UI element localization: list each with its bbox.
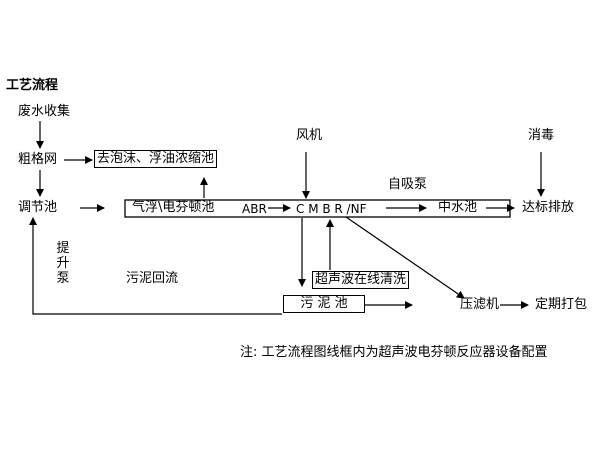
node-blower: 风机 <box>296 128 323 143</box>
node-ultrasonic-cleaning: 超声波在线清洗 <box>312 271 410 289</box>
node-foam-tank: 去泡沫、浮油浓缩池 <box>94 150 218 168</box>
node-flotation-fenton: 气浮\电芬顿池 <box>132 200 215 215</box>
arrow-sludge-return <box>29 217 282 315</box>
node-sludge-tank: 污 泥 池 <box>283 295 365 313</box>
node-packaging: 定期打包 <box>535 297 588 312</box>
node-discharge: 达标排放 <box>522 200 575 215</box>
node-coarse-screen: 粗格网 <box>18 152 58 167</box>
node-cmbr: C M B R /NF <box>296 202 367 216</box>
node-reclaimed-tank: 中水池 <box>438 200 478 215</box>
node-regulating-tank: 调节池 <box>18 200 58 215</box>
node-lift-pump: 提升泵 <box>56 241 70 286</box>
diagram-note: 注: 工艺流程图线框内为超声波电芬顿反应器设备配置 <box>240 345 548 360</box>
diagram-title: 工艺流程 <box>6 78 59 93</box>
node-abr: ABR <box>242 202 267 216</box>
node-waste-water: 废水收集 <box>18 104 71 119</box>
arrow-cmbr-to-filterpress <box>345 216 465 299</box>
node-sludge-return: 污泥回流 <box>126 271 179 286</box>
reactor-frame <box>124 199 511 218</box>
node-self-priming-pump: 自吸泵 <box>388 177 428 192</box>
node-filter-press: 压滤机 <box>460 297 500 312</box>
node-disinfection: 消毒 <box>528 128 555 143</box>
